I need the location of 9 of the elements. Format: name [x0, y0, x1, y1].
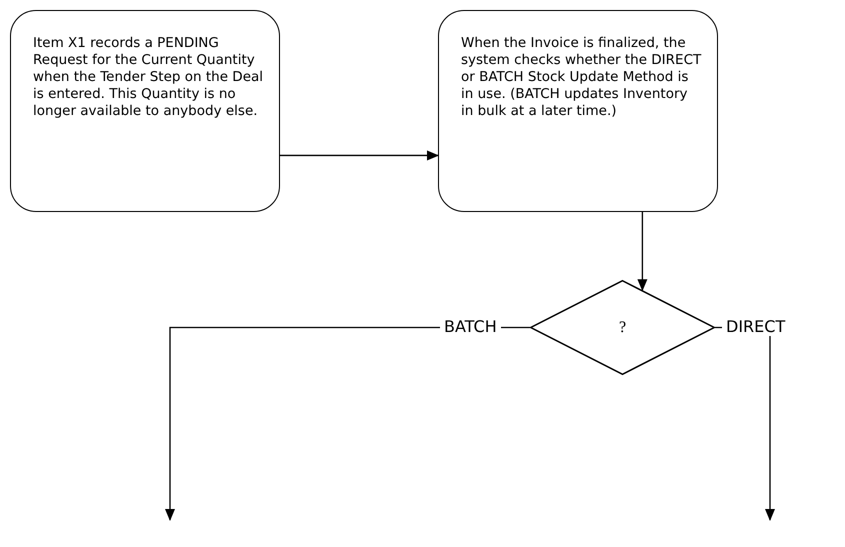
process-box [438, 10, 718, 212]
process-text: When the Invoice is finalized, the system checks whether the DIRECT or BATCH Stock Update Method is in use. (BATCH updates Inventory in bulk at a later time.) [461, 35, 702, 120]
arrow [637, 212, 648, 292]
arrow [280, 150, 439, 160]
decision-label: ? [618, 318, 628, 336]
process-text: Item X1 records a PENDING Request for the Current Quantity when the Tender Step on the Deal is entered. This Quantity is no longer available to anybody else. [33, 35, 264, 120]
decision-diamond [530, 280, 715, 375]
arrow [165, 326, 530, 521]
process-box [10, 10, 280, 212]
